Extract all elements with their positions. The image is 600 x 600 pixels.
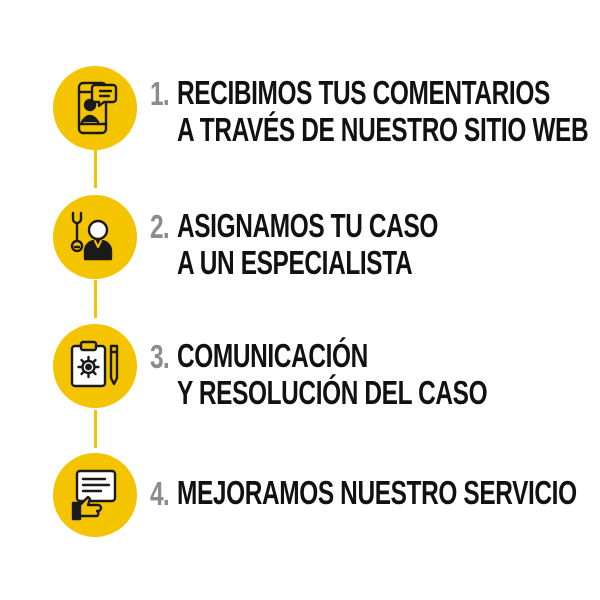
specialist-wrench-icon bbox=[53, 195, 137, 279]
clipboard-gear-icon bbox=[53, 324, 137, 408]
step-label-line: A UN ESPECIALISTA bbox=[177, 244, 413, 281]
step-number: 2. bbox=[150, 208, 170, 245]
step-number: 4. bbox=[150, 475, 170, 512]
step-label-line: COMUNICACIÓN bbox=[177, 337, 368, 374]
step-label-line: Y RESOLUCIÓN DEL CASO bbox=[177, 374, 488, 411]
step-number: 3. bbox=[150, 338, 170, 375]
step-label-line: A TRAVÉS DE NUESTRO SITIO WEB bbox=[177, 111, 589, 148]
step-label-line: RECIBIMOS TUS COMENTARIOS bbox=[177, 74, 550, 111]
step-label-line: ASIGNAMOS TU CASO bbox=[177, 207, 438, 244]
step-label: MEJORAMOS NUESTRO SERVICIO bbox=[177, 474, 577, 511]
timeline-connector bbox=[94, 410, 97, 448]
step-label-line: MEJORAMOS NUESTRO SERVICIO bbox=[177, 474, 577, 511]
step-number: 1. bbox=[150, 75, 170, 112]
timeline-connector bbox=[94, 280, 97, 318]
step-label: ASIGNAMOS TU CASO A UN ESPECIALISTA bbox=[177, 207, 438, 281]
step-label: COMUNICACIÓN Y RESOLUCIÓN DEL CASO bbox=[177, 337, 488, 411]
feedback-chat-icon bbox=[53, 66, 137, 150]
thumbs-up-document-icon bbox=[53, 453, 137, 537]
timeline-connector bbox=[94, 150, 97, 188]
step-label: RECIBIMOS TUS COMENTARIOS A TRAVÉS DE NU… bbox=[177, 74, 589, 148]
